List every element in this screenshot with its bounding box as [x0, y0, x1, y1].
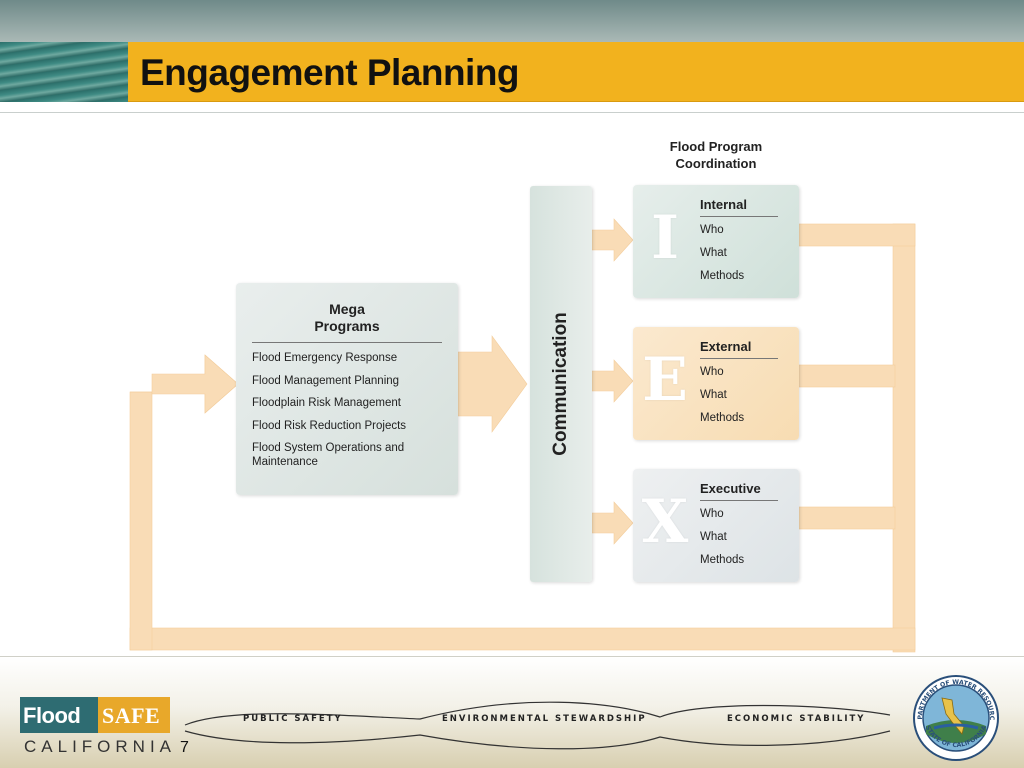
loop-left-riser [129, 391, 153, 651]
external-items: Who What Methods [700, 365, 744, 434]
list-item: Methods [700, 270, 745, 282]
connector-external [798, 364, 896, 388]
list-item: Who [700, 508, 724, 520]
external-divider [700, 358, 778, 359]
floodsafe-logo: Flood SAFE [20, 697, 170, 733]
list-item: Flood Management Planning [252, 374, 400, 387]
communication-column: Communication [530, 186, 592, 582]
executive-title: Executive [700, 481, 761, 496]
list-item: Flood System Operations and Maintenance [252, 442, 405, 468]
list-item: Flood Risk Reduction Projects [252, 419, 407, 432]
external-box: E External Who What Methods [633, 327, 799, 440]
mega-programs-list: Flood Emergency Response Flood Managemen… [252, 351, 448, 478]
arrow-mega-to-communication [457, 335, 528, 433]
tagline-public-safety: PUBLIC SAFETY [243, 714, 343, 724]
list-item: Floodplain Risk Management [252, 397, 401, 409]
title-divider [0, 112, 1024, 113]
executive-box: X Executive Who What Methods [633, 469, 799, 582]
loop-bottom-segment [129, 627, 916, 651]
external-title: External [700, 339, 752, 354]
connector-internal [798, 223, 916, 247]
communication-label: Communication [550, 312, 571, 456]
list-item: Who [700, 366, 724, 378]
list-item: Flood Emergency Response [252, 352, 398, 364]
footer-band: Flood SAFE CALIFORNIA 7 PUBLIC SAFETY EN… [0, 656, 1024, 768]
footer-swoosh-lines [184, 701, 891, 750]
executive-letter: X [641, 487, 689, 557]
arrow-to-external [591, 359, 634, 403]
mega-programs-box: Mega Programs Flood Emergency Response F… [236, 283, 458, 495]
list-item: Methods [700, 412, 745, 424]
list-item: Methods [700, 554, 745, 566]
list-item: What [700, 247, 727, 259]
list-item: Who [700, 224, 724, 236]
water-texture-image [0, 42, 128, 102]
top-gradient-bar [0, 0, 1024, 42]
executive-divider [700, 500, 778, 501]
list-item: What [700, 531, 727, 543]
loop-right-riser [892, 223, 916, 653]
internal-divider [700, 216, 778, 217]
mega-programs-title: Mega Programs [314, 301, 380, 334]
logo-text-flood: Flood [23, 703, 81, 728]
page-title: Engagement Planning [140, 52, 520, 93]
page-number: 7 [180, 739, 189, 756]
arrow-to-internal [591, 218, 634, 262]
flow-arrows [129, 218, 916, 653]
logo-text-safe: SAFE [102, 703, 161, 728]
executive-items: Who What Methods [700, 507, 744, 576]
internal-box: I Internal Who What Methods [633, 185, 799, 298]
connector-executive [798, 506, 896, 530]
dwr-seal-icon: DEPARTMENT OF WATER RESOURCES STATE OF C… [912, 674, 999, 761]
logo-subtitle: CALIFORNIA [24, 737, 177, 756]
arrow-to-executive [591, 501, 634, 545]
mega-divider [252, 342, 442, 343]
internal-title: Internal [700, 197, 747, 212]
internal-items: Who What Methods [700, 223, 744, 292]
coordination-heading: Flood Program Coordination [669, 139, 763, 171]
internal-letter: I [650, 203, 680, 273]
tagline-environmental: ENVIRONMENTAL STEWARDSHIP [442, 714, 647, 724]
title-band: Engagement Planning [128, 42, 1024, 102]
tagline-economic: ECONOMIC STABILITY [727, 714, 866, 724]
list-item: What [700, 389, 727, 401]
external-letter: E [642, 345, 688, 415]
